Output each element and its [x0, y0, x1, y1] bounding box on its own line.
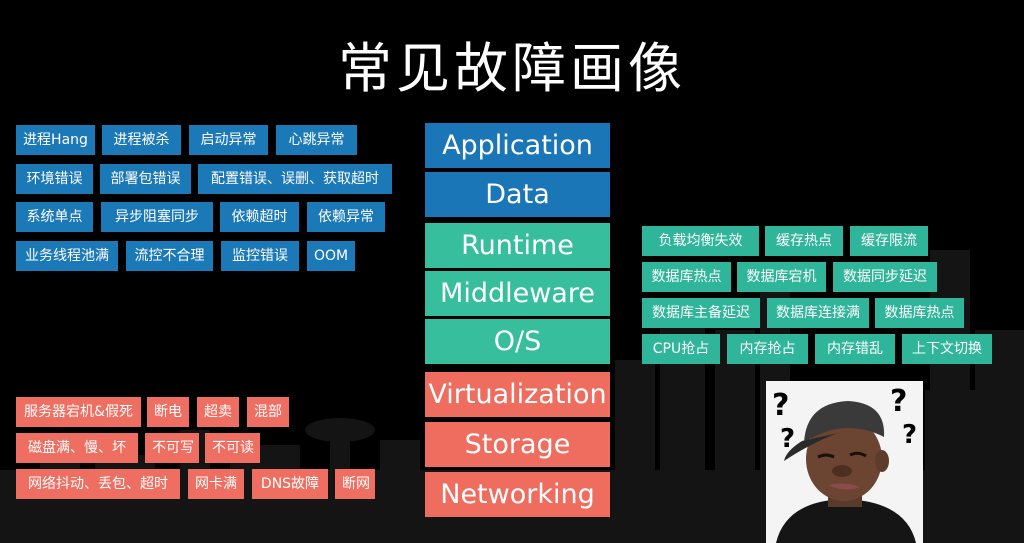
stack-layer-storage: Storage: [425, 422, 610, 467]
fault-tag: 服务器宕机&假死: [16, 397, 141, 427]
fault-tag: DNS故障: [252, 469, 328, 499]
fault-tag: 数据同步延迟: [833, 262, 937, 292]
fault-tag: 启动异常: [189, 125, 268, 155]
confused-face-illustration: ? ? ? ?: [766, 381, 923, 543]
fault-tag: 负载均衡失效: [642, 226, 759, 256]
fault-tag: 数据库热点: [875, 298, 964, 328]
fault-tag: 断电: [147, 397, 189, 427]
fault-tag: 磁盘满、慢、坏: [16, 433, 138, 463]
fault-tag: 上下文切换: [902, 334, 992, 364]
fault-tag: 混部: [247, 397, 289, 427]
fault-tag: 业务线程池满: [16, 241, 118, 271]
fault-tag: 系统单点: [16, 202, 93, 232]
fault-tag: 不可读: [205, 433, 260, 463]
fault-tag: 流控不合理: [126, 241, 213, 271]
stack-layer-data: Data: [425, 172, 610, 217]
fault-tag: 心跳异常: [276, 125, 357, 155]
fault-tag: 断网: [335, 469, 375, 499]
fault-tag: 监控错误: [221, 241, 299, 271]
fault-tag: 网络抖动、丢包、超时: [16, 469, 180, 499]
fault-tag: 部署包错误: [100, 164, 191, 194]
fault-tag: CPU抢占: [642, 334, 720, 364]
fault-tag: 缓存限流: [850, 226, 928, 256]
fault-tag: 数据库连接满: [767, 298, 869, 328]
stack-layer-networking: Networking: [425, 472, 610, 517]
question-mark: ?: [902, 420, 917, 450]
fault-tag: 数据库宕机: [737, 262, 826, 292]
question-mark: ?: [890, 384, 907, 419]
fault-tag: 不可写: [145, 433, 199, 463]
fault-tag: 数据库主备延迟: [642, 298, 760, 328]
fault-tag: 内存错乱: [815, 334, 895, 364]
stack-layer-middleware: Middleware: [425, 271, 610, 316]
stack-layer-application: Application: [425, 123, 610, 168]
fault-tag: 异步阻塞同步: [101, 202, 213, 232]
fault-tag: 配置错误、误删、获取超时: [198, 164, 392, 194]
fault-tag: 缓存热点: [765, 226, 843, 256]
confused-meme-image: ? ? ? ?: [766, 381, 923, 543]
fault-tag: 内存抢占: [727, 334, 808, 364]
fault-tag: 网卡满: [188, 469, 244, 499]
fault-tag: 依赖超时: [220, 202, 299, 232]
fault-tag: 数据库热点: [642, 262, 731, 292]
question-mark: ?: [780, 424, 795, 454]
fault-tag: 进程Hang: [16, 125, 95, 155]
stack-layer-os: O/S: [425, 319, 610, 364]
fault-tag: 依赖异常: [307, 202, 385, 232]
page-title: 常见故障画像: [338, 37, 686, 100]
fault-tag: 环境错误: [16, 164, 93, 194]
question-mark: ?: [772, 388, 789, 423]
fault-tag: OOM: [307, 241, 355, 271]
stack-layer-runtime: Runtime: [425, 223, 610, 268]
fault-tag: 超卖: [197, 397, 239, 427]
fault-tag: 进程被杀: [102, 125, 181, 155]
stack-layer-virtualization: Virtualization: [425, 372, 610, 417]
